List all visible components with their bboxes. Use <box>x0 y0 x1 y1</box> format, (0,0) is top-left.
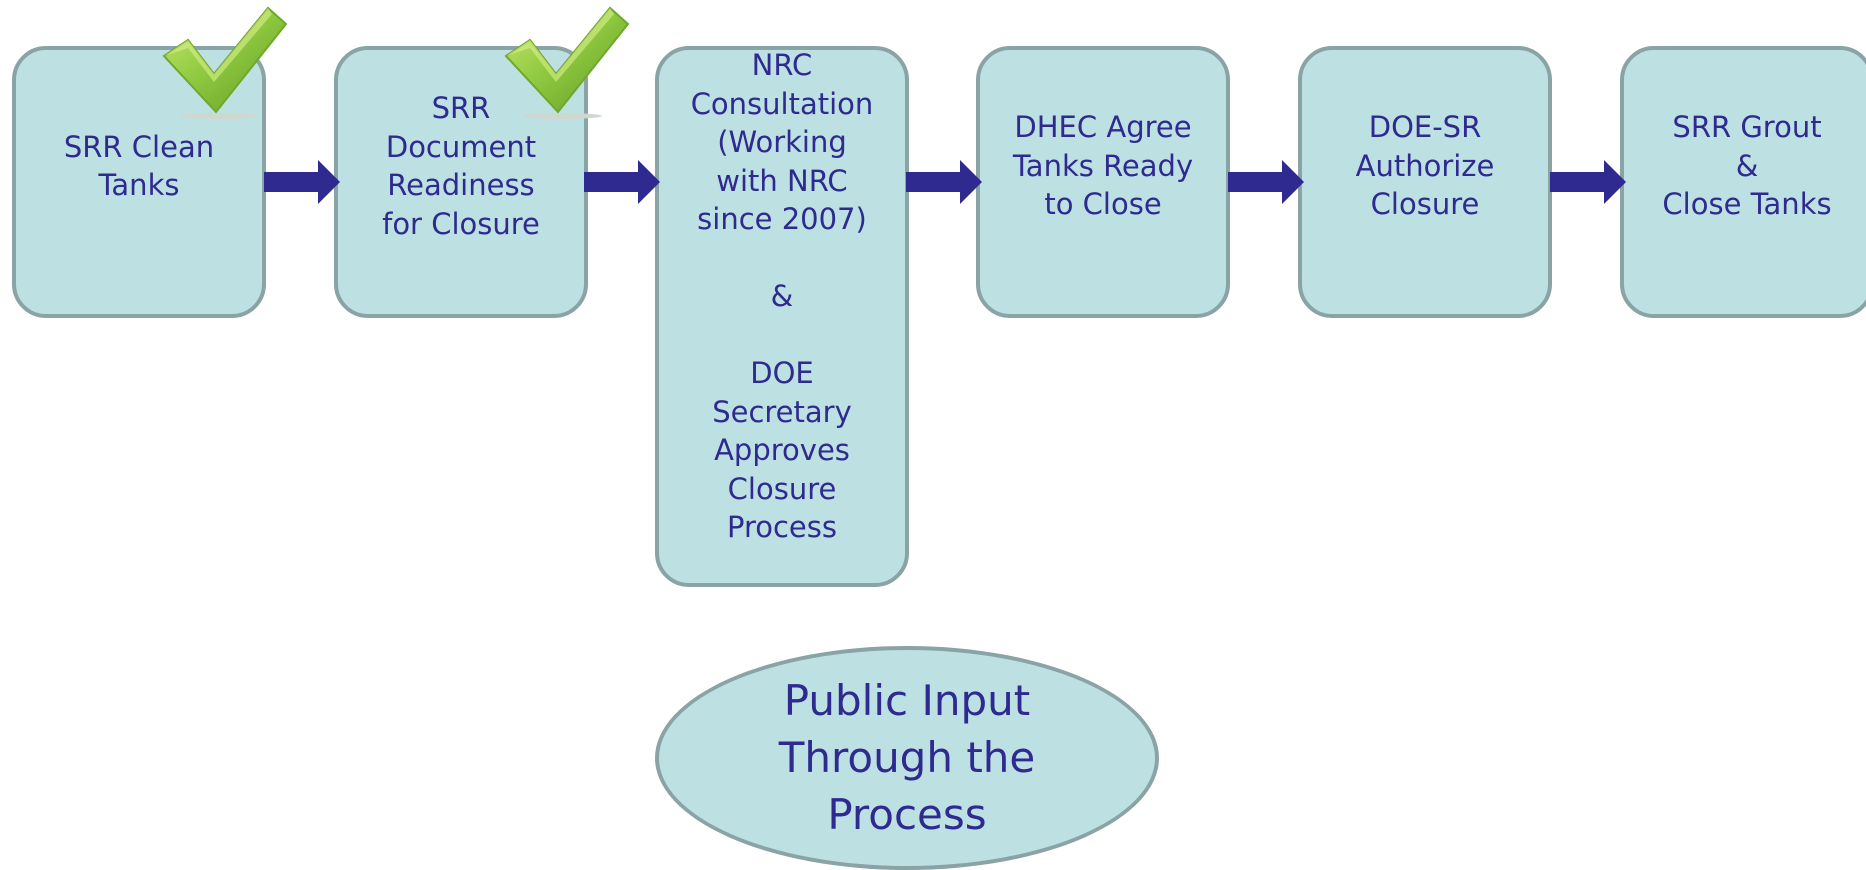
step-label: SRR Grout & Close Tanks <box>1662 110 1832 222</box>
step-dhec-agree: DHEC Agree Tanks Ready to Close <box>976 46 1230 318</box>
step-label: DOE-SR Authorize Closure <box>1355 110 1495 222</box>
checkmark-icon <box>504 6 630 119</box>
step-label: NRC Consultation (Working with NRC since… <box>690 48 874 544</box>
right-arrow-icon <box>264 160 340 204</box>
public-input-label: Public Input Through the Process <box>778 675 1036 839</box>
step-nrc-consultation: NRC Consultation (Working with NRC since… <box>655 46 909 587</box>
step-label: SRR Document Readiness for Closure <box>382 91 540 241</box>
right-arrow-icon <box>1550 160 1626 204</box>
step-label: DHEC Agree Tanks Ready to Close <box>1012 110 1194 222</box>
right-arrow-icon <box>906 160 982 204</box>
public-input-ellipse: Public Input Through the Process <box>655 646 1159 870</box>
step-doe-sr-authorize: DOE-SR Authorize Closure <box>1298 46 1552 318</box>
step-srr-grout-close: SRR Grout & Close Tanks <box>1620 46 1866 318</box>
right-arrow-icon <box>584 160 660 204</box>
step-label: SRR Clean Tanks <box>63 129 215 203</box>
checkmark-icon <box>162 6 288 119</box>
right-arrow-icon <box>1228 160 1304 204</box>
